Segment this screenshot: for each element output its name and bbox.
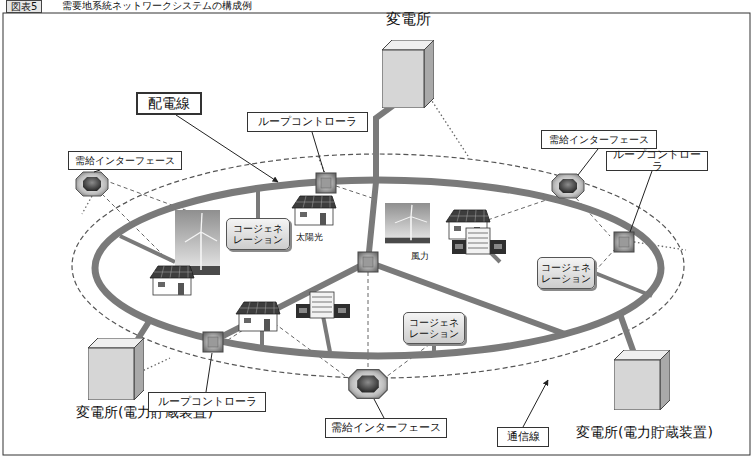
wind-turbine-photo [175, 210, 220, 275]
loop-controller [614, 232, 634, 252]
box-text: 需給インターフェース [331, 422, 441, 434]
box-text: ループコントローラ [609, 149, 705, 172]
device-label: 風力 [411, 252, 429, 262]
figure-frame [3, 13, 750, 455]
substation-label: 変電所(電力貯蔵装置) [576, 424, 713, 442]
cube-front [614, 360, 660, 410]
solar-house [292, 196, 336, 225]
figure-number: 図表5 [6, 0, 42, 13]
solar-house [236, 302, 280, 331]
callout-label: 需給インターフェース [68, 151, 182, 170]
substation-cube [88, 338, 144, 400]
communication-loop [72, 154, 684, 378]
demand-interface [552, 174, 584, 198]
cube-front [88, 348, 134, 400]
substation-label: 変電所 [372, 10, 444, 29]
communication-dotted-lines [82, 98, 686, 372]
distribution-line-ring [95, 180, 661, 356]
wind-turbine-photo [385, 203, 430, 243]
callout-label: ループコントローラ [148, 392, 266, 412]
cube-front [382, 50, 424, 108]
device-label: 太陽光 [296, 233, 323, 243]
loop-controller [316, 173, 336, 193]
cogeneration-box: コージェネ レーション [403, 312, 465, 344]
building [452, 228, 506, 254]
loop-controller [203, 332, 223, 352]
box-text: 需給インターフェース [549, 134, 649, 145]
distribution-stubs [120, 190, 652, 354]
callout-label: ループコントローラ [247, 112, 368, 132]
callout-label: ループコントローラ [606, 151, 708, 171]
box-text: コージェネ レーション [406, 317, 462, 340]
building [296, 292, 350, 318]
loop-controller [358, 252, 378, 272]
substation: 変電所 [382, 40, 434, 108]
callout-label: 配電線 [136, 92, 202, 115]
solar-house [150, 266, 194, 295]
box-text: ループコントローラ [158, 396, 257, 408]
box-text: 通信線 [507, 431, 540, 443]
substation-cube [382, 40, 434, 108]
callout-label: 需給インターフェース [541, 130, 657, 149]
box-text: ループコントローラ [258, 116, 357, 128]
cube-side [660, 350, 670, 410]
substation-cube [614, 350, 670, 410]
demand-interface [349, 370, 387, 399]
figure-title: 需要地系統ネットワークシステムの構成例 [62, 0, 252, 11]
substation: 変電所(電力貯蔵装置) [88, 338, 144, 400]
demand-interface [76, 172, 108, 196]
box-text: 需給インターフェース [75, 155, 175, 166]
callout-label: 需給インターフェース [325, 418, 447, 438]
substation: 変電所(電力貯蔵装置) [614, 350, 670, 410]
cube-side [134, 338, 144, 400]
cogeneration-box: コージェネ レーション [226, 218, 290, 250]
callout-label: 通信線 [497, 427, 549, 447]
box-text: コージェネ レーション [229, 223, 287, 246]
cogeneration-box: コージェネ レーション [537, 257, 595, 289]
box-text: 配電線 [148, 96, 190, 111]
box-text: コージェネ レーション [540, 262, 592, 285]
cube-side [424, 40, 434, 108]
